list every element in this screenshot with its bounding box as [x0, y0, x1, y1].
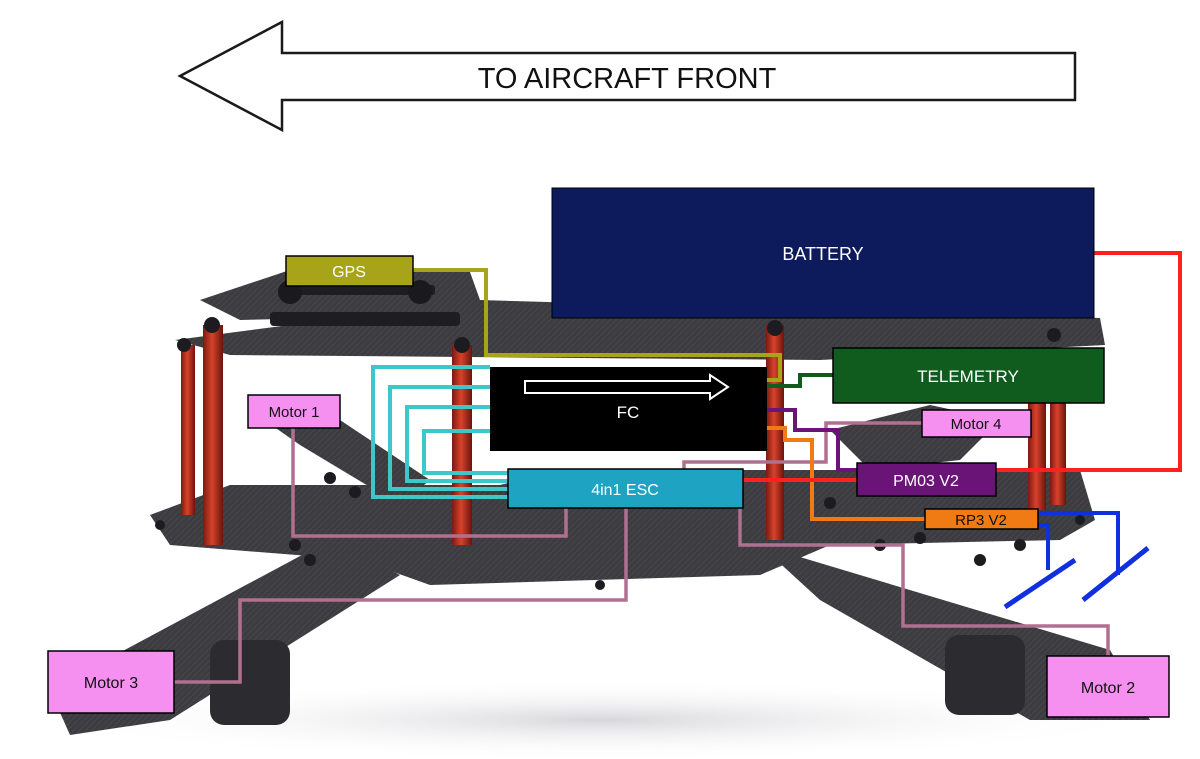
rc-antenna-wire-2	[1038, 523, 1050, 570]
pm-label: PM03 V2	[893, 473, 959, 490]
frame-screws	[155, 317, 1085, 590]
frame-foot-right	[945, 635, 1025, 715]
fc-label: FC	[617, 403, 640, 422]
battery-label: BATTERY	[782, 244, 863, 264]
pm-signal-wire	[767, 408, 857, 472]
rc-antenna-1	[1003, 557, 1077, 610]
telemetry-label: TELEMETRY	[917, 367, 1019, 386]
esc-signal-wire-4	[422, 429, 508, 475]
gps-wire	[413, 268, 782, 382]
motor1-label: Motor 1	[269, 404, 320, 421]
esc-box: 4in1 ESC	[507, 468, 744, 509]
rc-label: RP3 V2	[955, 512, 1007, 529]
esc-signal-wire-1	[371, 365, 508, 499]
rc-wire	[767, 426, 925, 521]
motor4-label: Motor 4	[951, 416, 1002, 433]
motor3-box: Motor 3	[47, 650, 175, 714]
telemetry-wire	[767, 373, 833, 388]
front-direction-arrow: TO AIRCRAFT FRONT	[177, 19, 1077, 133]
arrow-shape	[177, 19, 1077, 133]
rc-box: RP3 V2	[924, 508, 1039, 530]
motor1-box: Motor 1	[247, 394, 341, 429]
motor2-label: Motor 2	[1081, 680, 1135, 697]
pm-box: PM03 V2	[856, 462, 997, 497]
motor3-label: Motor 3	[84, 675, 138, 692]
frame-arm-upper-left	[250, 410, 430, 505]
motor1-wire	[291, 428, 568, 538]
esc-label: 4in1 ESC	[591, 482, 659, 499]
battery-power-wire	[996, 251, 1182, 472]
esc-signal-wire-3	[405, 405, 508, 483]
esc-signal-wire-2	[388, 385, 508, 491]
arrow-label: TO AIRCRAFT FRONT	[478, 63, 777, 95]
gps-box: GPS	[285, 255, 414, 287]
fc-box: FC	[490, 367, 767, 451]
motor4-wire	[682, 421, 922, 470]
fc-orientation-arrow-icon	[524, 373, 730, 401]
motor4-box: Motor 4	[921, 409, 1032, 438]
wires	[174, 251, 1182, 684]
rc-antenna-2	[1081, 546, 1150, 602]
battery-box: BATTERY	[551, 187, 1095, 319]
gps-label: GPS	[332, 264, 366, 281]
frame-foot-left	[210, 640, 290, 725]
telemetry-box: TELEMETRY	[832, 347, 1105, 404]
motor3-wire	[174, 508, 628, 684]
motor2-wire	[738, 508, 1110, 656]
rc-antenna-wire-1	[1038, 511, 1120, 575]
motor2-box: Motor 2	[1046, 655, 1170, 718]
